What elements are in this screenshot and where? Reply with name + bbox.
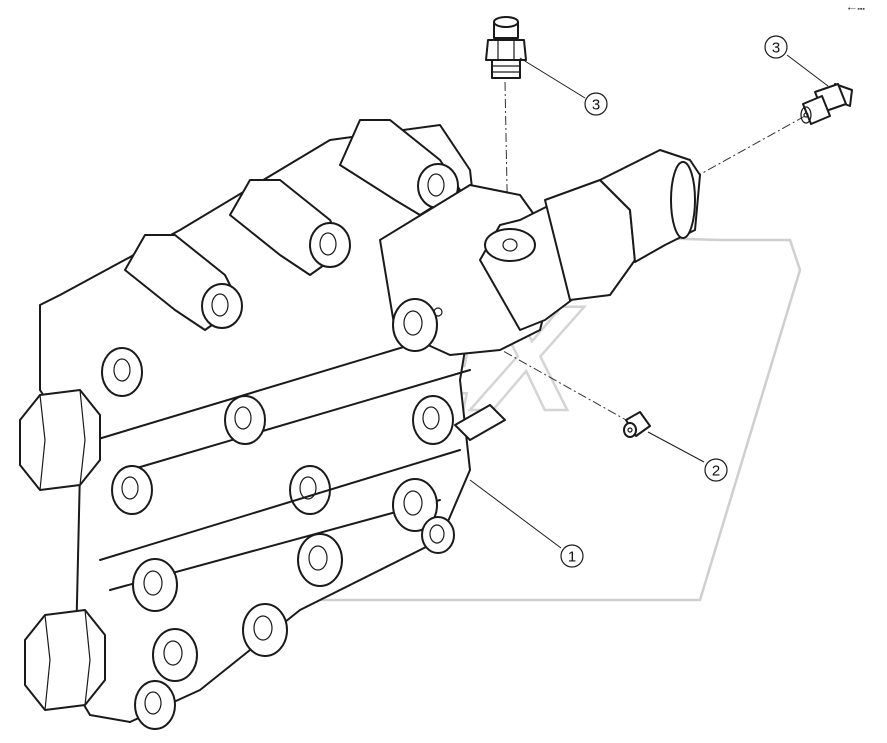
callout-3-top: 3 xyxy=(584,92,608,116)
callout-1: 1 xyxy=(560,544,584,568)
callout-2: 2 xyxy=(704,458,728,482)
callout-label: 1 xyxy=(568,549,576,566)
corner-mark: •─ ▪▪▪ xyxy=(848,6,865,13)
callout-label: 2 xyxy=(712,463,720,480)
plug-fitting xyxy=(623,411,651,438)
valve-spool xyxy=(379,149,701,356)
leader-lines xyxy=(469,54,829,549)
hex-plug-upper xyxy=(19,389,101,491)
hex-plug-lower xyxy=(24,609,106,711)
callout-label: 3 xyxy=(592,97,600,114)
callout-3-right: 3 xyxy=(764,35,788,59)
callout-label: 3 xyxy=(772,40,780,57)
grease-fitting-top xyxy=(485,16,527,79)
valve-body-assembly xyxy=(39,119,506,730)
grease-fitting-right xyxy=(800,83,853,125)
